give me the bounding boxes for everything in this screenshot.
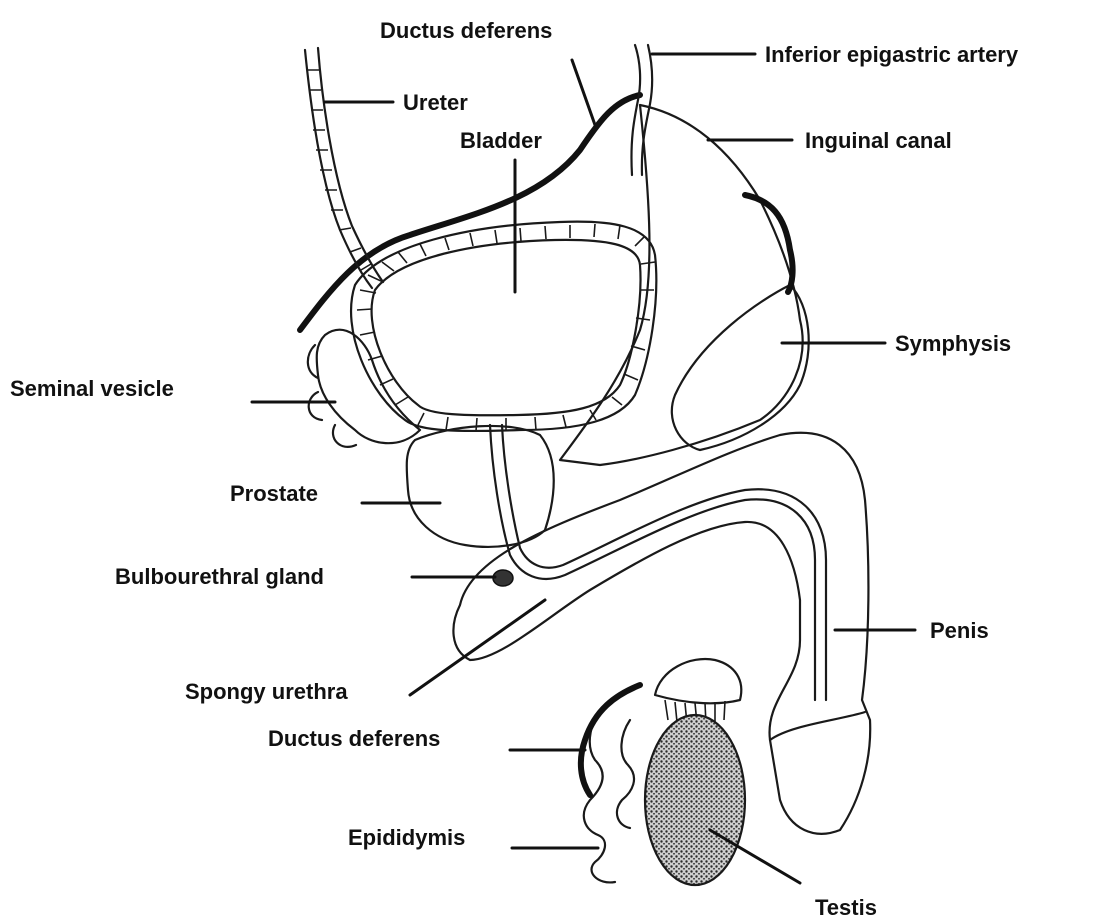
inguinal-canal-region: [560, 105, 803, 465]
label-ductus-deferens-top: Ductus deferens: [380, 18, 552, 43]
label-prostate: Prostate: [230, 481, 318, 506]
inferior-epigastric-artery-shape: [631, 45, 652, 175]
label-bladder: Bladder: [460, 128, 542, 153]
label-ductus-deferens-bottom: Ductus deferens: [268, 726, 440, 751]
prostate-shape: [407, 426, 554, 547]
ductus-deferens-upper-vessel: [745, 195, 793, 292]
symphysis-shape: [672, 285, 809, 450]
label-seminal-vesicle: Seminal vesicle: [10, 376, 174, 401]
label-ureter: Ureter: [403, 90, 468, 115]
epididymis-head: [655, 659, 741, 703]
bladder-outer-wall: [351, 222, 656, 431]
label-bulbourethral-gland: Bulbourethral gland: [115, 564, 324, 589]
label-epididymis: Epididymis: [348, 825, 465, 850]
label-symphysis: Symphysis: [895, 331, 1011, 356]
glans-line: [770, 712, 865, 740]
bladder-wall-ticks: [357, 224, 655, 431]
ureter-ticks: [307, 70, 371, 270]
bladder-inner-wall: [372, 240, 641, 415]
seminal-vesicle-shape: [317, 330, 420, 443]
label-inferior-epigastric-artery: Inferior epigastric artery: [765, 42, 1019, 67]
seminal-vesicle-lobules: [308, 345, 356, 447]
testis-shape: [645, 715, 745, 885]
label-testis: Testis: [815, 895, 877, 920]
leader-spongy-urethra: [410, 600, 545, 695]
leader-ductus-deferens-top: [572, 60, 595, 125]
label-inguinal-canal: Inguinal canal: [805, 128, 952, 153]
label-spongy-urethra: Spongy urethra: [185, 679, 348, 704]
urethra-path: [490, 425, 826, 700]
label-penis: Penis: [930, 618, 989, 643]
